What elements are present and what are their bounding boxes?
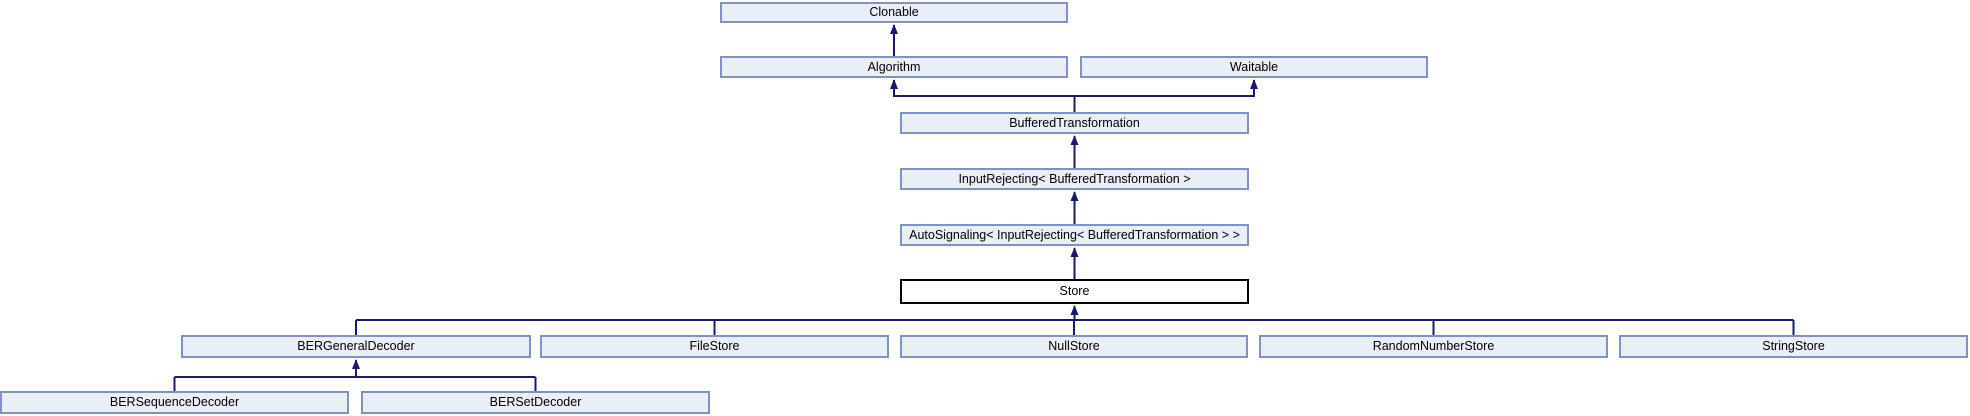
node-ber-set-decoder[interactable]: BERSetDecoder bbox=[361, 391, 710, 414]
node-input-rejecting[interactable]: InputRejecting< BufferedTransformation > bbox=[900, 168, 1249, 190]
node-algorithm[interactable]: Algorithm bbox=[720, 56, 1068, 78]
node-string-store[interactable]: StringStore bbox=[1619, 335, 1968, 358]
node-ber-general-decoder[interactable]: BERGeneralDecoder bbox=[181, 335, 531, 358]
node-waitable[interactable]: Waitable bbox=[1080, 56, 1428, 78]
node-clonable[interactable]: Clonable bbox=[720, 2, 1068, 23]
edge-buffered-algorithm bbox=[890, 79, 1075, 97]
node-buffered-transformation[interactable]: BufferedTransformation bbox=[900, 112, 1249, 134]
node-auto-signaling[interactable]: AutoSignaling< InputRejecting< BufferedT… bbox=[900, 224, 1249, 246]
node-ber-sequence-decoder[interactable]: BERSequenceDecoder bbox=[0, 391, 349, 414]
node-null-store[interactable]: NullStore bbox=[900, 335, 1248, 358]
node-store: Store bbox=[900, 279, 1249, 304]
edge-buffered-waitable bbox=[1074, 79, 1258, 97]
node-random-number-store[interactable]: RandomNumberStore bbox=[1259, 335, 1608, 358]
node-file-store[interactable]: FileStore bbox=[540, 335, 889, 358]
